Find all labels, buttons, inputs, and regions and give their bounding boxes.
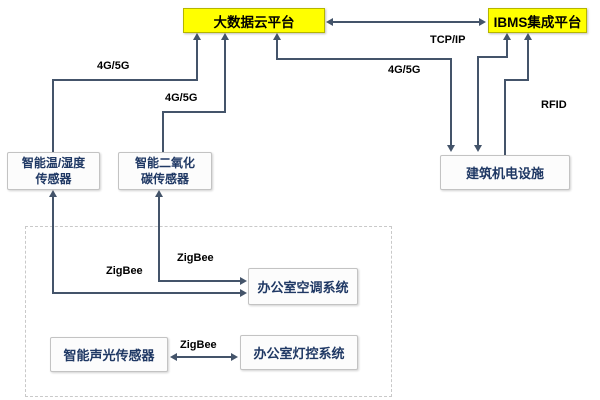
node-label-line2: 碳传感器 xyxy=(140,172,189,186)
connector-co2-cloud-v2 xyxy=(224,40,226,113)
arrowhead-right-icon xyxy=(231,353,238,361)
node-co2-sensor: 智能二氧化 碳传感器 xyxy=(118,152,212,190)
arrowhead-left-icon xyxy=(326,18,333,26)
edge-label-4g5g-building: 4G/5G xyxy=(388,64,421,76)
arrowhead-up-icon xyxy=(193,33,201,40)
connector-cloud-building-v1 xyxy=(276,40,278,60)
node-office-lighting-system: 办公室灯控系统 xyxy=(240,335,358,370)
arrowhead-left-icon xyxy=(170,353,177,361)
connector-cloud-ibms xyxy=(332,21,480,23)
connector-ibms-building-v1 xyxy=(506,40,508,58)
arrowhead-down-icon xyxy=(447,145,455,152)
edge-label-rfid: RFID xyxy=(541,99,567,111)
connector-ibms-building-h xyxy=(478,56,508,58)
connector-ibms-building-v2 xyxy=(477,56,479,145)
edge-label-tcpip: TCP/IP xyxy=(430,34,466,46)
node-label: 办公室灯控系统 xyxy=(253,346,345,361)
arrowhead-up-icon xyxy=(503,33,511,40)
arrowhead-up-icon xyxy=(524,33,532,40)
connector-temp-cloud-v1 xyxy=(52,80,54,152)
arrowhead-up-icon xyxy=(155,190,163,197)
connector-temp-cloud-v2 xyxy=(196,40,198,81)
arrowhead-up-icon xyxy=(49,190,57,197)
connector-sound-light xyxy=(176,356,232,358)
node-label-line1: 智能温/湿度 xyxy=(21,156,86,170)
connector-cloud-building-h xyxy=(276,58,452,60)
connector-temp-ac-v xyxy=(52,197,54,294)
node-ibms-integration-platform: IBMS集成平台 xyxy=(488,8,587,33)
node-label-line2: 传感器 xyxy=(35,172,72,186)
connector-temp-ac-h xyxy=(52,292,240,294)
node-temp-humidity-sensor: 智能温/湿度 传感器 xyxy=(7,152,100,190)
arrowhead-right-icon xyxy=(240,277,247,285)
office-zone-dashed-container xyxy=(25,226,392,397)
arrowhead-up-icon xyxy=(221,33,229,40)
edge-label-4g5g-co2: 4G/5G xyxy=(165,92,198,104)
connector-building-ibms-v1 xyxy=(527,40,529,81)
arrowhead-up-icon xyxy=(273,33,281,40)
connector-co2-ac-h xyxy=(158,280,240,282)
edge-label-zigbee-co2: ZigBee xyxy=(177,252,214,264)
edge-label-zigbee-temp: ZigBee xyxy=(106,265,143,277)
connector-temp-cloud-h xyxy=(52,79,198,81)
node-label: IBMS集成平台 xyxy=(493,14,582,30)
arrowhead-down-icon xyxy=(474,145,482,152)
edge-label-4g5g-temp: 4G/5G xyxy=(97,60,130,72)
node-sound-light-sensor: 智能声光传感器 xyxy=(50,337,168,372)
node-building-me-facilities: 建筑机电设施 xyxy=(440,155,570,190)
node-label: 智能声光传感器 xyxy=(63,348,155,363)
connector-building-ibms-v2 xyxy=(504,79,506,155)
connector-cloud-building-v2 xyxy=(450,58,452,145)
connector-co2-cloud-v1 xyxy=(162,112,164,152)
node-label: 建筑机电设施 xyxy=(465,166,544,181)
node-big-data-cloud-platform: 大数据云平台 xyxy=(183,8,325,33)
node-label: 大数据云平台 xyxy=(213,14,295,30)
node-label: 办公室空调系统 xyxy=(257,280,349,295)
connector-co2-ac-v xyxy=(158,197,160,282)
edge-label-zigbee-light: ZigBee xyxy=(180,339,217,351)
arrowhead-right-icon xyxy=(479,18,486,26)
connector-building-ibms-h xyxy=(504,79,529,81)
arrowhead-right-icon xyxy=(240,289,247,297)
connector-co2-cloud-h xyxy=(162,111,226,113)
node-office-ac-system: 办公室空调系统 xyxy=(248,268,358,305)
node-label-line1: 智能二氧化 xyxy=(134,156,195,170)
